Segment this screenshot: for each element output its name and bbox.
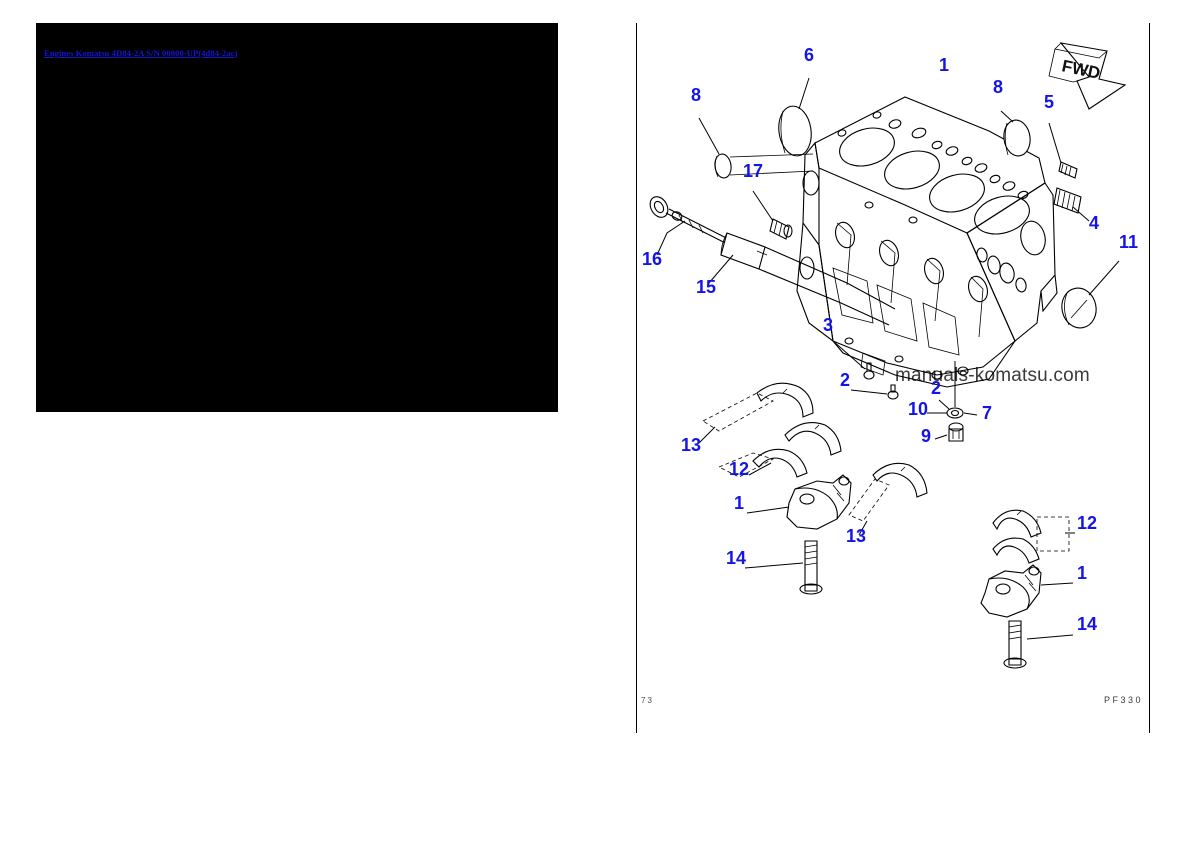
callout-label-10: 10: [908, 399, 928, 419]
cylinder-block-body: [796, 96, 1058, 388]
callout-label-11: 11: [1119, 232, 1138, 252]
svg-text:FWD: FWD: [1060, 56, 1102, 83]
callout-line-2-right: [938, 399, 950, 410]
callout-label-14-left: 14: [726, 548, 746, 568]
diagram-page-code: PF330: [1103, 695, 1143, 705]
part-1-mid-bearing-cap: [786, 474, 852, 530]
callout-label-3: 3: [823, 315, 833, 335]
pdf-viewer-panel: Engines Komatsu 4D84-2A S/N 00000-UP(4d8…: [36, 23, 558, 412]
callout-label-16: 16: [642, 249, 662, 269]
callout-label-6: 6: [804, 45, 814, 65]
callout-line-17: [752, 190, 774, 222]
callout-line-8-right: [1000, 110, 1014, 123]
part-1-right-bearing-cap: [980, 564, 1042, 618]
callout-line-9: [934, 434, 948, 440]
callout-label-5: 5: [1044, 92, 1054, 112]
part-6-cup-plug: [778, 105, 812, 157]
part-7-dowel: [946, 361, 964, 419]
document-title-link[interactable]: Engines Komatsu 4D84-2A S/N 00000-UP(4d8…: [44, 48, 238, 58]
parts-diagram-frame: manuals-komatsu.com FWD: [636, 23, 1150, 733]
callout-line-15: [708, 254, 734, 284]
part-12-right-bearing: [992, 509, 1075, 564]
callout-label-13-mid: 13: [846, 526, 866, 546]
callout-line-16: [656, 220, 686, 256]
callout-line-2-left: [850, 389, 888, 395]
callout-line-7: [963, 412, 978, 416]
part-16-dipstick: [649, 196, 757, 258]
callout-line-1-mid: [746, 506, 790, 514]
callout-line-13-mid: [858, 520, 868, 536]
callout-line-6: [798, 77, 810, 110]
callout-line-5: [1048, 122, 1062, 164]
callout-label-8-left: 8: [691, 85, 701, 105]
callout-label-12-right: 12: [1077, 513, 1097, 533]
callout-label-9: 9: [921, 426, 931, 446]
part-8-right-cup-plug: [1003, 119, 1031, 157]
part-15-dipstick-tube: [720, 232, 896, 326]
callout-label-2-right: 2: [931, 378, 941, 398]
callout-label-1-mid: 1: [734, 493, 744, 513]
callout-label-1-top: 1: [939, 55, 949, 75]
callout-line-4: [1072, 206, 1090, 222]
part-17-side-plug: [769, 218, 793, 240]
callout-label-15: 15: [696, 277, 716, 297]
callout-label-2-left: 2: [840, 370, 850, 390]
callout-line-8-left: [698, 117, 720, 155]
part-12-left-bearing: [718, 422, 842, 478]
part-14-left-bolt: [799, 540, 823, 595]
callout-label-12-left: 12: [729, 459, 749, 479]
part-9-nut: [948, 422, 964, 442]
callout-line-14-left: [744, 562, 804, 569]
callout-label-13-left: 13: [681, 435, 701, 455]
part-13-mid-bearing: [848, 462, 928, 522]
part-4-threaded-plug: [1053, 187, 1082, 214]
callout-line-14-right: [1026, 634, 1074, 640]
parts-diagram-illustration: FWD: [642, 42, 1138, 669]
part-13-upper-left-bearing: [702, 382, 814, 432]
callout-label-4: 4: [1089, 213, 1099, 233]
part-11-round-cover: [1061, 287, 1097, 329]
part-5-stud: [1058, 161, 1078, 179]
diagram-page-number: 73: [641, 696, 654, 705]
callout-line-1-right: [1040, 582, 1074, 586]
part-2-left-washer: [887, 384, 899, 400]
callout-label-1-right: 1: [1077, 563, 1087, 583]
callout-line-13-left: [698, 426, 716, 444]
part-3-bolt: [863, 362, 875, 380]
callout-label-14-right: 14: [1077, 614, 1097, 634]
part-8-left-cup-plug: [714, 153, 814, 179]
callout-line-11: [1088, 260, 1120, 296]
callout-line-12-left: [748, 462, 772, 476]
callout-label-7: 7: [982, 403, 992, 423]
callout-label-8-right: 8: [993, 77, 1003, 97]
fwd-orientation-marker: FWD: [1048, 42, 1127, 110]
callout-line-3: [832, 340, 866, 370]
part-14-right-bolt: [1003, 620, 1027, 669]
callout-label-17: 17: [743, 161, 763, 181]
